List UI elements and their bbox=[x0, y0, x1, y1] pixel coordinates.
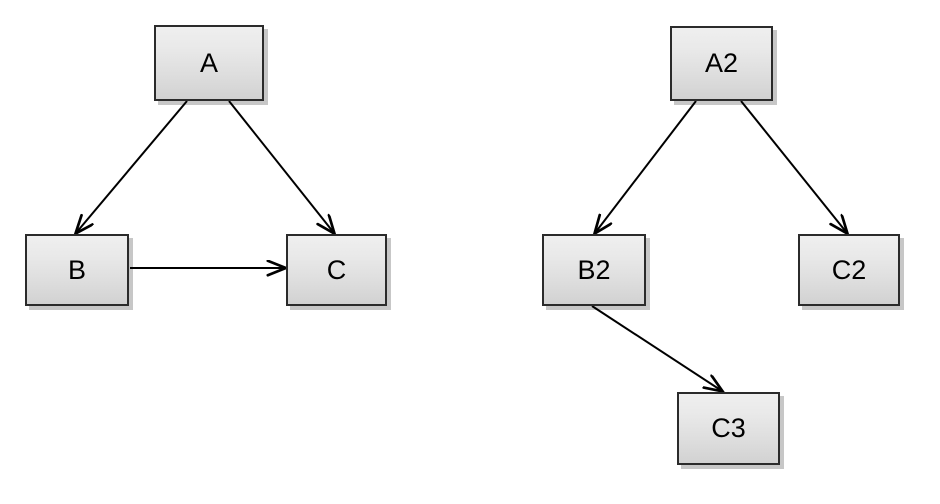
edge-a-to-b bbox=[76, 100, 188, 233]
node-c[interactable]: C bbox=[286, 234, 387, 306]
edge-a2-to-c2 bbox=[740, 100, 847, 233]
node-c2[interactable]: C2 bbox=[798, 234, 900, 306]
node-label: A bbox=[199, 47, 218, 78]
edge-a2-to-b2 bbox=[595, 100, 697, 233]
node-label: C2 bbox=[831, 254, 867, 285]
node-label: B bbox=[67, 254, 86, 285]
node-label: C bbox=[326, 254, 347, 285]
edges-right-graph bbox=[591, 100, 847, 391]
node-label: C3 bbox=[711, 413, 746, 443]
edges-left-graph bbox=[76, 100, 334, 268]
node-b2[interactable]: B2 bbox=[542, 234, 646, 306]
node-a[interactable]: A bbox=[154, 25, 264, 101]
edge-b2-to-c3 bbox=[591, 305, 722, 391]
node-label: A2 bbox=[704, 48, 739, 78]
node-label: B2 bbox=[577, 254, 611, 285]
node-c3[interactable]: C3 bbox=[677, 392, 780, 465]
node-a2[interactable]: A2 bbox=[670, 26, 773, 101]
node-b[interactable]: B bbox=[25, 234, 129, 306]
edge-a-to-c bbox=[228, 100, 334, 233]
